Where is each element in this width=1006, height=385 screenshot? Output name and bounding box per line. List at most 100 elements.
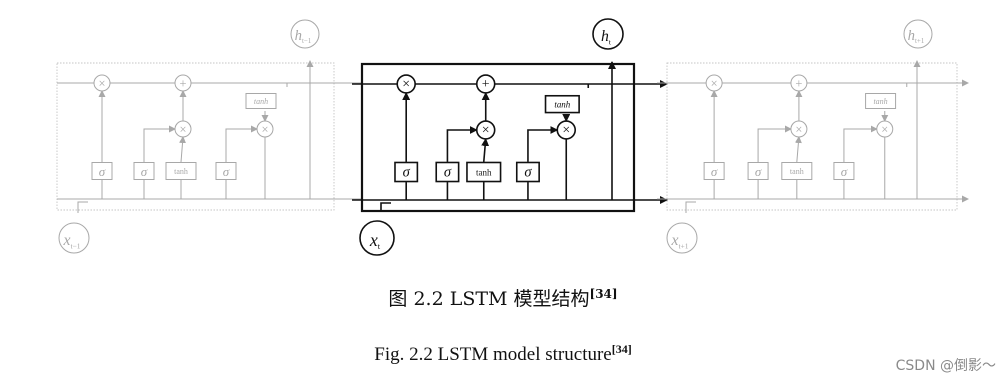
output-h-current-label: ht <box>601 28 612 46</box>
output-multiply-node-circle <box>556 120 577 140</box>
lstm-cell-prev: σ σ tanh σ tanh × + × × ht−1 xt−1 <box>56 19 362 254</box>
gate-sigma-0-box <box>91 162 113 180</box>
cell-add-node: + <box>174 74 192 92</box>
output-h-current-circle <box>592 18 624 50</box>
output-multiply-node: × <box>256 120 274 138</box>
cell-add-node-symbol: + <box>482 77 490 92</box>
gate-sigma-1: σ <box>133 162 155 180</box>
forget-multiply-node-circle <box>705 74 723 92</box>
forget-multiply-node-symbol: × <box>402 77 410 92</box>
gate-sigma-0-label: σ <box>99 164 106 179</box>
output-tanh-label: tanh <box>554 100 570 110</box>
forget-multiply-node: × <box>396 74 416 94</box>
gate-sigma-0: σ <box>91 162 113 180</box>
gate-tanh-box <box>466 161 502 183</box>
gate-sigma-3-label: σ <box>223 164 230 179</box>
gate-tanh: tanh <box>781 162 813 180</box>
output-tanh-box <box>865 93 897 109</box>
input-x-prev-label: xt−1 <box>62 232 80 250</box>
cell-frame <box>360 62 636 213</box>
cell-add-node-circle <box>790 74 808 92</box>
csdn-watermark: CSDN @倒影～ <box>895 358 996 374</box>
gate-sigma-1-label: σ <box>141 164 148 179</box>
gate-sigma-1-label: σ <box>755 164 762 179</box>
output-tanh: tanh <box>865 93 897 109</box>
figure-caption-english: Fig. 2.2 LSTM model structure[34] <box>0 342 1006 366</box>
cell-add-node: + <box>790 74 808 92</box>
input-multiply-node-symbol: × <box>482 123 490 138</box>
lstm-cell-current: σ σ tanh σ tanh × + × × ht xt <box>352 18 668 256</box>
input-x-current-circle <box>359 220 395 256</box>
gate-sigma-1: σ <box>747 162 769 180</box>
output-multiply-node-symbol: × <box>562 123 570 138</box>
output-multiply-node-circle <box>256 120 274 138</box>
output-multiply-node: × <box>876 120 894 138</box>
input-multiply-node-circle <box>174 120 192 138</box>
gate-sigma-3-label: σ <box>841 164 848 179</box>
input-gate-wire <box>446 126 478 162</box>
input-multiply-node: × <box>475 120 496 140</box>
input-multiply-node: × <box>790 120 808 138</box>
output-tanh: tanh <box>544 94 580 114</box>
cell-frame <box>56 62 335 211</box>
gate-sigma-1-box <box>747 162 769 180</box>
gate-tanh-label: tanh <box>476 168 492 178</box>
cell-add-node-circle <box>475 74 496 94</box>
gate-tanh-label: tanh <box>790 167 804 176</box>
output-h-next: ht+1 <box>903 19 933 49</box>
output-multiply-node-circle <box>876 120 894 138</box>
cell-frame <box>666 62 958 211</box>
forget-multiply-node-circle <box>396 74 416 94</box>
output-h-next-circle <box>903 19 933 49</box>
caption-cn-reference: [34] <box>589 287 618 301</box>
gate-tanh-box <box>781 162 813 180</box>
caption-en-text: Fig. 2.2 LSTM model structure <box>374 344 612 365</box>
gate-sigma-3-box <box>515 161 540 183</box>
forget-multiply-node: × <box>705 74 723 92</box>
gate-sigma-3-label: σ <box>524 165 532 181</box>
output-h-prev-circle <box>290 19 320 49</box>
output-multiply-node-symbol: × <box>881 123 888 137</box>
candidate-wire <box>481 137 490 162</box>
figure-caption-chinese: 图 2.2 LSTM 模型结构[34] <box>0 284 1006 311</box>
caption-en-reference: [34] <box>611 342 632 356</box>
output-gate-wire <box>843 125 878 162</box>
gate-sigma-0-box <box>394 161 419 183</box>
candidate-wire <box>794 136 802 163</box>
gate-sigma-1-label: σ <box>444 165 452 181</box>
forget-multiply-node-circle <box>93 74 111 92</box>
input-wire <box>380 202 391 212</box>
output-tanh-label: tanh <box>254 97 268 106</box>
output-gate-wire <box>225 125 258 162</box>
output-tanh-box <box>544 94 580 114</box>
input-x-prev-circle <box>58 222 90 254</box>
gate-sigma-3-box <box>833 162 855 180</box>
output-gate-wire <box>527 126 559 162</box>
gate-sigma-1-box <box>435 161 460 183</box>
input-multiply-node-circle <box>475 120 496 140</box>
forget-multiply-node-symbol: × <box>99 77 106 91</box>
forget-multiply-node-symbol: × <box>711 77 718 91</box>
input-x-current-label: xt <box>369 230 381 251</box>
candidate-wire <box>179 136 187 163</box>
output-h-current: ht <box>592 18 624 50</box>
input-wire <box>77 201 88 213</box>
gate-tanh-label: tanh <box>174 167 188 176</box>
input-x-prev: xt−1 <box>58 222 90 254</box>
input-multiply-node: × <box>174 120 192 138</box>
gate-sigma-3: σ <box>833 162 855 180</box>
gate-sigma-0-label: σ <box>711 164 718 179</box>
forget-multiply-node: × <box>93 74 111 92</box>
output-multiply-node-symbol: × <box>262 123 269 137</box>
input-gate-wire <box>143 125 176 162</box>
cell-add-node-symbol: + <box>795 77 802 91</box>
gate-sigma-0-box <box>703 162 725 180</box>
input-wire <box>685 201 696 213</box>
gate-sigma-0: σ <box>394 161 419 183</box>
output-h-prev-label: ht−1 <box>295 28 312 45</box>
input-multiply-node-circle <box>790 120 808 138</box>
input-gate-wire <box>757 125 792 162</box>
output-tanh: tanh <box>245 93 277 109</box>
input-x-next-circle <box>666 222 698 254</box>
